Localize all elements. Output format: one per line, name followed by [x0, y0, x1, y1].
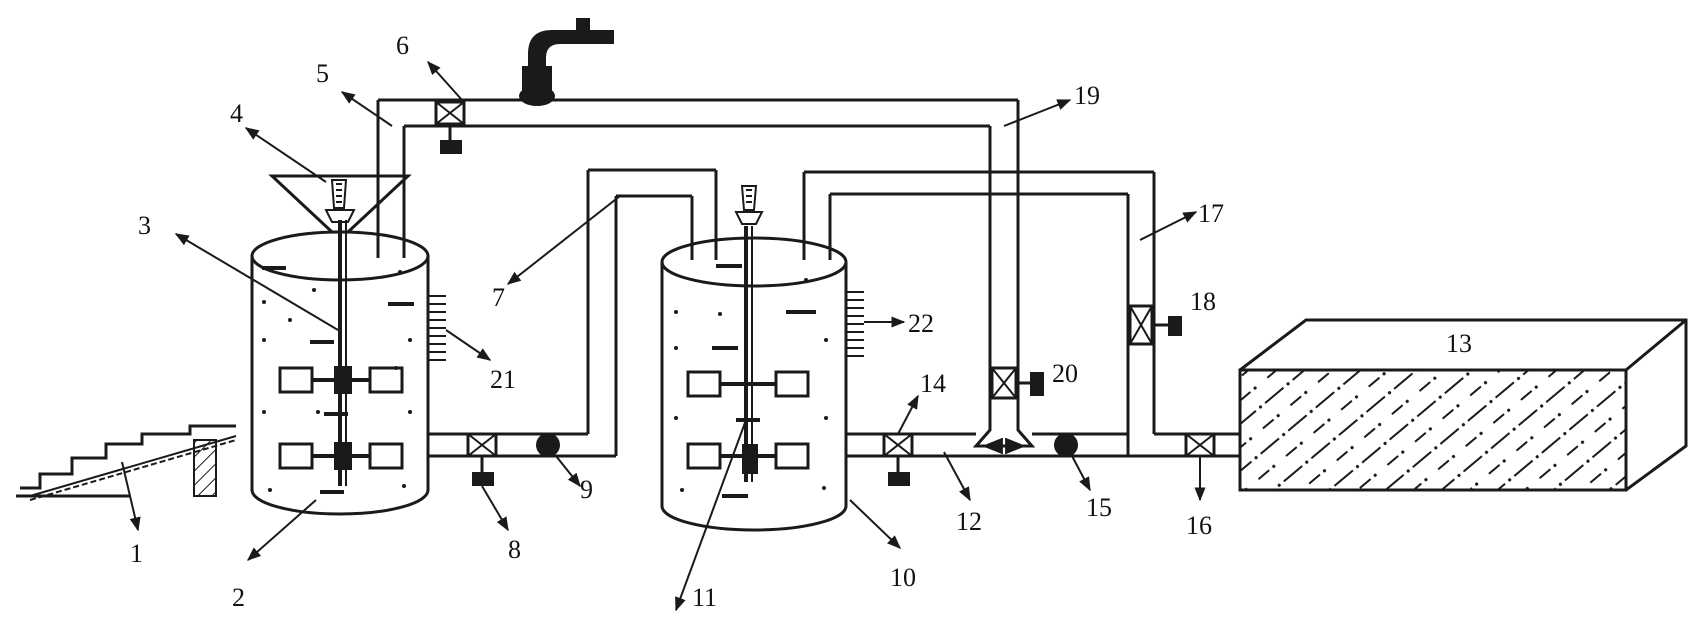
impeller-blade: [278, 366, 314, 394]
label-11: 11: [692, 583, 717, 612]
valve-6: [434, 100, 466, 154]
label-6: 6: [396, 31, 409, 60]
pump-9: [536, 433, 560, 457]
label-2: 2: [232, 583, 245, 612]
label-9: 9: [580, 475, 593, 504]
pump-15: [1054, 433, 1078, 457]
label-21: 21: [490, 365, 516, 394]
impeller-blade: [368, 366, 404, 394]
valve-18: [1128, 304, 1182, 346]
callout-labels: 1 2 3 4 5 6 7 8 9 10 11 12 13 14 15 16 1…: [130, 31, 1472, 612]
label-10: 10: [890, 563, 916, 592]
heater-fins-22: [846, 291, 864, 357]
label-19: 19: [1074, 81, 1100, 110]
label-17: 17: [1198, 199, 1224, 228]
label-22: 22: [908, 309, 934, 338]
conveyor-1: [16, 424, 237, 501]
valve-16: [1184, 432, 1216, 458]
storage-box-13: [1238, 318, 1688, 492]
label-12: 12: [956, 507, 982, 536]
label-16: 16: [1186, 511, 1212, 540]
valve-20: [972, 366, 1044, 455]
feed-hopper-4: [268, 174, 412, 234]
pipe-17: [802, 170, 1156, 456]
pipe-7: [428, 168, 718, 458]
label-1: 1: [130, 539, 143, 568]
label-5: 5: [316, 59, 329, 88]
leader-lines: [121, 60, 1206, 612]
water-tap-icon: [519, 18, 614, 106]
motor-icon: [734, 185, 764, 225]
label-20: 20: [1052, 359, 1078, 388]
label-3: 3: [138, 211, 151, 240]
valve-14: [882, 432, 914, 486]
impeller-blade: [368, 442, 404, 470]
conveyor-support: [193, 439, 217, 497]
label-18: 18: [1190, 287, 1216, 316]
impeller-blade: [278, 442, 314, 470]
motor-icon: [324, 179, 356, 223]
mixing-tank-2: [250, 220, 446, 516]
label-13: 13: [1446, 329, 1472, 358]
label-14: 14: [920, 369, 946, 398]
label-8: 8: [508, 535, 521, 564]
reaction-tank-10: [660, 185, 864, 532]
heater-fins-21: [428, 295, 446, 361]
label-7: 7: [492, 283, 505, 312]
label-15: 15: [1086, 493, 1112, 522]
pipe-5: [376, 98, 1020, 400]
label-4: 4: [230, 99, 243, 128]
valve-8: [466, 432, 498, 486]
